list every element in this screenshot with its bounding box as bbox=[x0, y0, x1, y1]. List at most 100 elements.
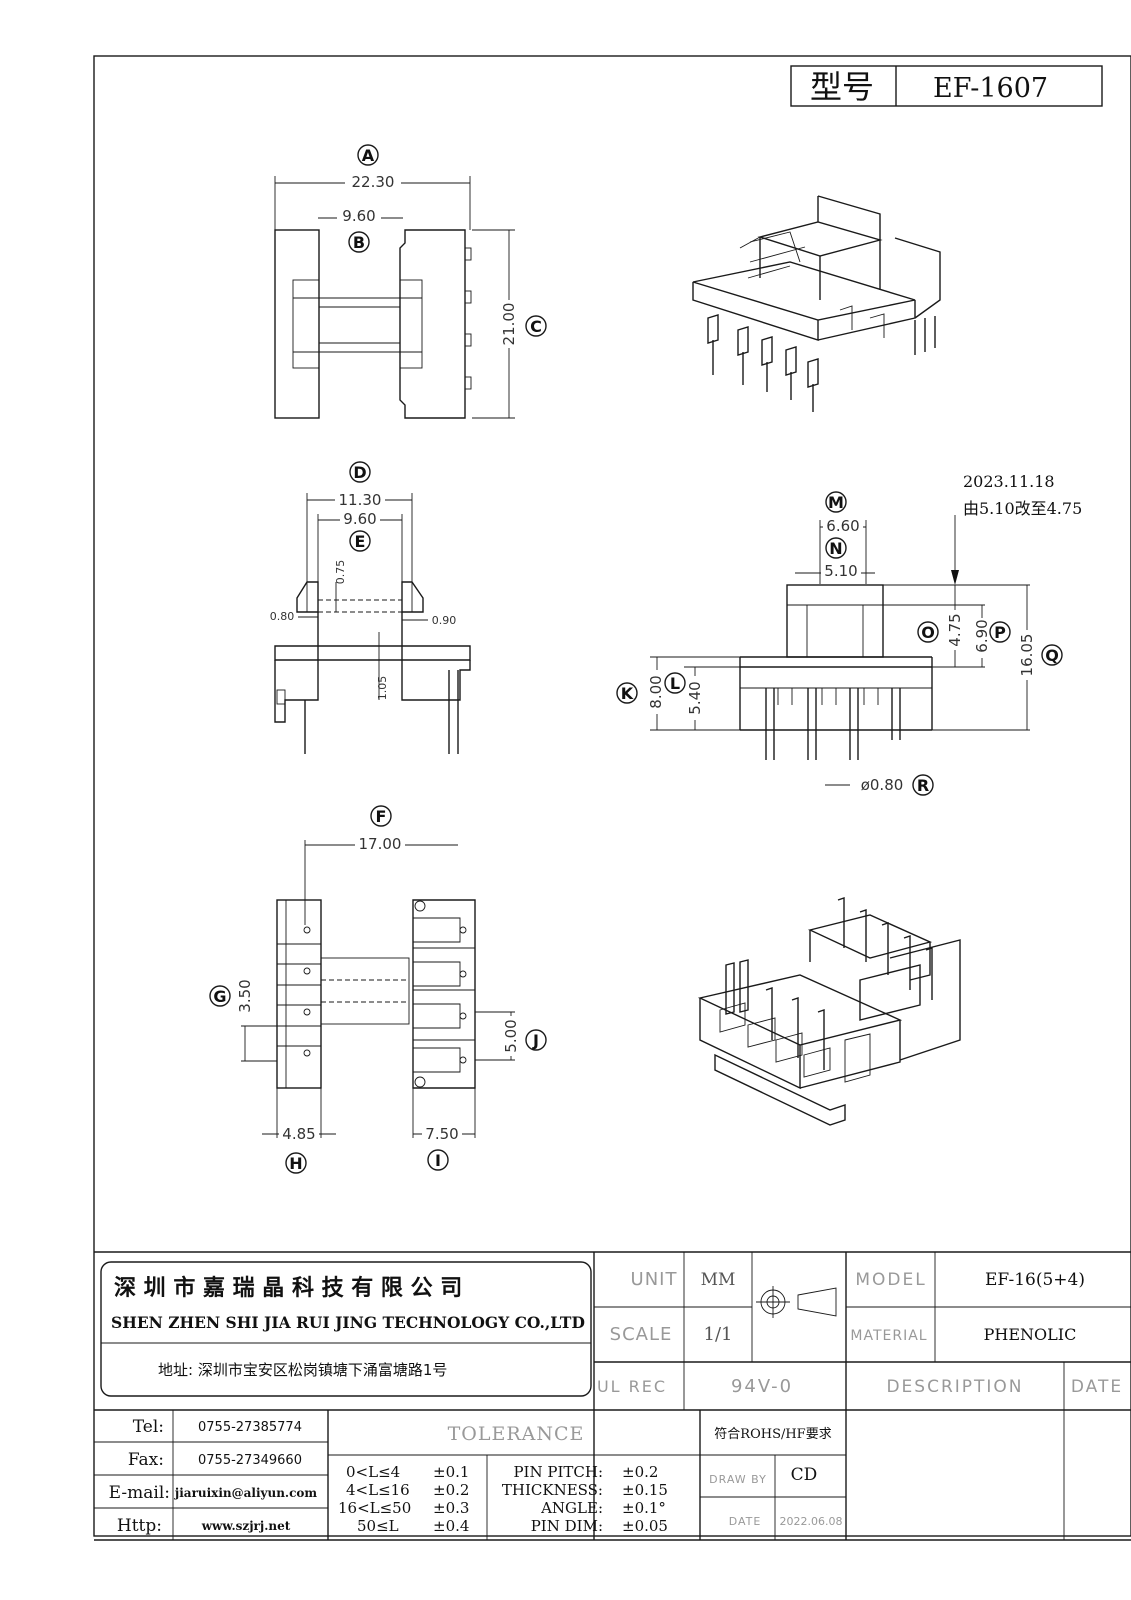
http-value: www.szjrj.net bbox=[201, 1519, 291, 1533]
model-label: MODEL bbox=[855, 1270, 926, 1290]
dim-b-label: B bbox=[353, 233, 365, 252]
param-tol-1: ±0.15 bbox=[622, 1481, 668, 1499]
company-name-en: SHEN ZHEN SHI JIA RUI JING TECHNOLOGY CO… bbox=[111, 1313, 585, 1332]
dim-r-label: R bbox=[917, 776, 929, 795]
top-view: 22.30 A 9.60 B 21.00 bbox=[274, 144, 547, 419]
side-view: 11.30 D 9.60 E 0.75 0.80 0.90 1.05 bbox=[270, 461, 471, 754]
dim-i-value: 7.50 bbox=[425, 1125, 458, 1143]
scale-label: SCALE bbox=[610, 1324, 673, 1345]
dim-c-value: 21.00 bbox=[500, 303, 518, 346]
material-label: MATERIAL bbox=[850, 1328, 927, 1344]
bottom-view: F 17.00 bbox=[209, 805, 547, 1174]
dim-b-value: 9.60 bbox=[342, 207, 375, 225]
dim-l-label: L bbox=[670, 674, 680, 693]
dim-d-label: D bbox=[353, 463, 366, 482]
dim-o-value: 4.75 bbox=[946, 613, 964, 646]
dim-q-value: 16.05 bbox=[1018, 634, 1036, 677]
dim-n-value: 5.10 bbox=[824, 562, 857, 580]
fax-value: 0755-27349660 bbox=[198, 1453, 302, 1468]
rohs-compliance: 符合ROHS/HF要求 bbox=[714, 1426, 831, 1442]
tolerance-value-0: ±0.1 bbox=[433, 1463, 469, 1481]
dim-o-label: O bbox=[921, 623, 935, 642]
description-label: DESCRIPTION bbox=[886, 1377, 1023, 1397]
dim-c-label: C bbox=[530, 317, 542, 336]
isometric-view-top bbox=[692, 195, 941, 412]
tolerance-range-2: 16<L≤50 bbox=[338, 1499, 411, 1517]
dim-d-value: 11.30 bbox=[339, 491, 382, 509]
dim-a-value: 22.30 bbox=[352, 173, 395, 191]
dim-q-label: Q bbox=[1045, 646, 1059, 665]
http-label: Http: bbox=[117, 1516, 162, 1536]
dim-side-080: 0.80 bbox=[270, 610, 295, 623]
draw-by-value: CD bbox=[791, 1465, 818, 1485]
tolerance-value-2: ±0.3 bbox=[433, 1499, 469, 1517]
front-view: 2023.11.18 由5.10改至4.75 6.60 M 5.10 N bbox=[616, 472, 1082, 796]
param-name-0: PIN PITCH: bbox=[513, 1463, 603, 1481]
dim-j-label: J bbox=[532, 1031, 539, 1050]
dim-g-label: G bbox=[213, 987, 226, 1006]
ul-rec-value: 94V-0 bbox=[731, 1376, 793, 1397]
dim-h-value: 4.85 bbox=[282, 1125, 315, 1143]
scale-value: 1/1 bbox=[704, 1324, 733, 1345]
model-value: EF-16(5+4) bbox=[985, 1270, 1085, 1290]
email-label: E-mail: bbox=[109, 1483, 170, 1503]
tolerance-range-0: 0<L≤4 bbox=[346, 1463, 400, 1481]
dim-a-label: A bbox=[362, 146, 375, 165]
dim-side-075: 0.75 bbox=[334, 560, 347, 585]
tolerance-value-3: ±0.4 bbox=[433, 1517, 469, 1535]
tel-value: 0755-27385774 bbox=[198, 1420, 302, 1435]
approval-date-label: DATE bbox=[729, 1515, 762, 1528]
dim-k-value: 8.00 bbox=[647, 675, 665, 708]
param-tol-2: ±0.1° bbox=[622, 1499, 666, 1517]
tolerance-value-1: ±0.2 bbox=[433, 1481, 469, 1499]
dim-l-value: 5.40 bbox=[686, 681, 704, 714]
isometric-view-bottom bbox=[697, 897, 961, 1126]
param-name-2: ANGLE: bbox=[540, 1499, 603, 1517]
fax-label: Fax: bbox=[128, 1450, 164, 1470]
revision-text: 由5.10改至4.75 bbox=[963, 499, 1082, 518]
projection-symbol-icon bbox=[756, 1286, 837, 1318]
tolerance-range-3: 50≤L bbox=[357, 1517, 399, 1535]
dim-f-value: 17.00 bbox=[359, 835, 402, 853]
model-header: 型号 EF-1607 bbox=[790, 65, 1103, 107]
company-address: 地址: 深圳市宝安区松岗镇塘下涌富塘路1号 bbox=[158, 1361, 447, 1379]
date-header-label: DATE bbox=[1071, 1377, 1123, 1397]
revision-date: 2023.11.18 bbox=[963, 472, 1055, 491]
dim-p-value: 6.90 bbox=[973, 619, 991, 652]
title-block: 深 圳 市 嘉 瑞 晶 科 技 有 限 公 司 SHEN ZHEN SHI JI… bbox=[94, 1251, 1131, 1541]
model-header-value: EF-1607 bbox=[933, 73, 1048, 104]
email-value: jiaruixin@aliyun.com bbox=[174, 1486, 318, 1500]
unit-label: UNIT bbox=[631, 1269, 678, 1290]
dim-i-label: I bbox=[435, 1151, 441, 1170]
sheet-border bbox=[93, 55, 1131, 1537]
param-name-3: PIN DIM: bbox=[531, 1517, 603, 1535]
tolerance-heading: TOLERANCE bbox=[448, 1423, 585, 1445]
tel-label: Tel: bbox=[133, 1417, 164, 1437]
dim-r-value: ø0.80 bbox=[861, 776, 904, 794]
draw-by-label: DRAW BY bbox=[709, 1473, 767, 1486]
dim-side-090: 0.90 bbox=[432, 614, 457, 627]
approval-date-value: 2022.06.08 bbox=[780, 1515, 843, 1528]
unit-value: MM bbox=[701, 1270, 736, 1290]
model-header-label: 型号 bbox=[810, 68, 874, 106]
dim-side-105: 1.05 bbox=[376, 676, 389, 701]
dim-k-label: K bbox=[621, 684, 634, 703]
param-tol-0: ±0.2 bbox=[622, 1463, 658, 1481]
dim-h-label: H bbox=[289, 1154, 302, 1173]
dim-n-label: N bbox=[829, 539, 842, 558]
dim-p-label: P bbox=[994, 623, 1006, 642]
dim-m-value: 6.60 bbox=[826, 517, 859, 535]
company-name-cn: 深 圳 市 嘉 瑞 晶 科 技 有 限 公 司 bbox=[114, 1275, 462, 1301]
dim-g-value: 3.50 bbox=[236, 979, 254, 1012]
tolerance-range-1: 4<L≤16 bbox=[346, 1481, 410, 1499]
ul-rec-label: UL REC bbox=[597, 1377, 667, 1396]
param-tol-3: ±0.05 bbox=[622, 1517, 668, 1535]
dim-e-value: 9.60 bbox=[343, 510, 376, 528]
material-value: PHENOLIC bbox=[984, 1325, 1077, 1344]
dim-e-label: E bbox=[355, 532, 366, 551]
dim-m-label: M bbox=[828, 493, 844, 512]
dim-j-value: 5.00 bbox=[502, 1019, 520, 1052]
param-name-1: THICKNESS: bbox=[502, 1481, 603, 1499]
dim-f-label: F bbox=[376, 807, 387, 826]
